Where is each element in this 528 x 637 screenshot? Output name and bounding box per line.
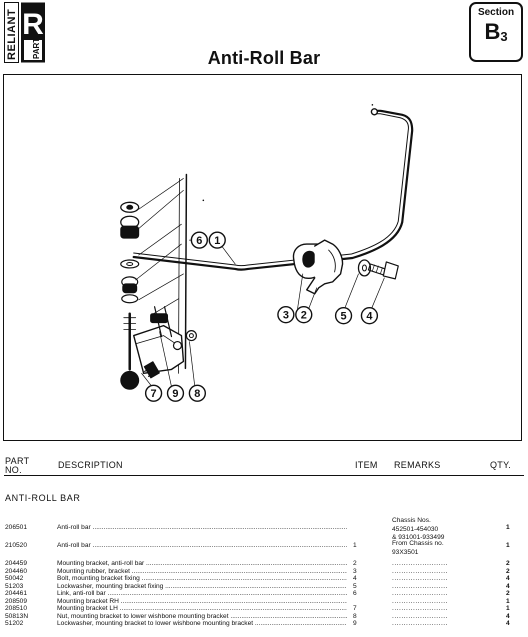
callout-1: 1 (208, 231, 226, 249)
item-number-cell: 5 (353, 582, 357, 590)
item-number-cell: 3 (353, 567, 357, 575)
brand-sub-text: PART (32, 38, 41, 59)
part-number-cell: 206501 (5, 524, 28, 531)
item-number-cell: 8 (353, 612, 357, 620)
callout-5: 5 (334, 307, 353, 325)
description-cell: Anti-roll bar ..........................… (57, 542, 347, 549)
reliant-part-logo: RELIANT R PART (4, 2, 45, 63)
part-number-cell: 204460 (5, 567, 28, 575)
quantity-cell: 1 (506, 542, 510, 549)
part-number-cell: 208510 (5, 605, 28, 612)
description-cell: Link, anti-roll bar ....................… (57, 590, 347, 597)
description-cell: Nut, mounting bracket to lower wishbone … (57, 612, 347, 620)
svg-text:7: 7 (151, 388, 157, 400)
column-header-remarks: REMARKS (394, 460, 441, 470)
item-number-cell: 7 (353, 605, 357, 612)
section-code: B3 (484, 19, 508, 44)
anti-roll-bar-diagram: 6 1 3 2 5 4 7 9 8 (3, 74, 522, 441)
quantity-cell: 4 (506, 582, 510, 590)
part-number-cell: 204459 (5, 560, 28, 567)
remarks-cell: ........................ (392, 575, 448, 582)
section-label: Section (477, 7, 515, 18)
callout-6: 6 (190, 231, 208, 249)
part-number-cell: 51202 (5, 620, 24, 627)
brand-vertical-text: RELIANT (6, 9, 18, 60)
remarks-cell: ........................ (392, 590, 448, 597)
quantity-cell: 4 (506, 620, 510, 627)
remarks-cell: ........................ (392, 597, 448, 605)
remarks-cell: ........................ (392, 567, 448, 575)
callout-2: 2 (295, 306, 313, 324)
svg-text:6: 6 (196, 235, 202, 247)
svg-text:4: 4 (366, 311, 373, 323)
part-number-cell: 204461 (5, 590, 28, 597)
section-badge: Section B3 (469, 2, 523, 62)
item-number-cell: 6 (353, 590, 357, 597)
part-number-cell: 50042 (5, 575, 24, 582)
svg-text:8: 8 (194, 388, 200, 400)
item-number-cell: 4 (353, 575, 357, 582)
callout-8: 8 (188, 384, 207, 402)
callout-9: 9 (166, 384, 185, 402)
quantity-cell: 2 (506, 567, 510, 575)
remarks-cell: ........................ (392, 560, 448, 567)
item-number-cell: 2 (353, 560, 357, 567)
part-number-cell: 51203 (5, 582, 24, 590)
column-header-part-no: PART NO. (5, 456, 30, 475)
quantity-cell: 1 (506, 605, 510, 612)
column-header-description: DESCRIPTION (58, 460, 123, 470)
svg-text:2: 2 (301, 310, 307, 322)
description-cell: Mounting bracket RH ....................… (57, 597, 347, 605)
description-cell: Anti-roll bar ..........................… (57, 524, 347, 531)
callout-7: 7 (144, 384, 163, 402)
remark-chassis-range: Chassis Nos. 452501-454030 & 931001-9334… (392, 517, 445, 541)
description-cell: Bolt, mounting bracket fixing ..........… (57, 575, 347, 582)
svg-text:5: 5 (341, 311, 347, 323)
part-number-cell: 208509 (5, 597, 28, 605)
column-header-item: ITEM (355, 460, 378, 470)
section-number: 3 (500, 29, 508, 44)
part-number-cell: 210520 (5, 542, 28, 549)
callout-3: 3 (277, 306, 295, 324)
quantity-cell: 4 (506, 575, 510, 582)
callout-4: 4 (360, 307, 379, 325)
description-cell: Mounting rubber, bracket ...............… (57, 567, 347, 575)
quantity-cell: 2 (506, 590, 510, 597)
remarks-cell: ........................ (392, 582, 448, 590)
column-header-qty: QTY. (490, 460, 512, 470)
remarks-cell: ........................ (392, 620, 448, 627)
item-number-cell: 9 (353, 620, 357, 627)
quantity-cell: 2 (506, 560, 510, 567)
remark-from-chassis: From Chassis no. 93X3501 (392, 540, 444, 556)
quantity-cell: 4 (506, 612, 510, 620)
item-number-cell: 1 (353, 542, 357, 549)
remarks-cell: ........................ (392, 612, 448, 620)
description-cell: Lockwasher, mounting bracket to lower wi… (57, 620, 347, 627)
description-cell: Mounting bracket, anti-roll bar ........… (57, 560, 347, 567)
description-cell: Mounting bracket LH ....................… (57, 605, 347, 612)
remarks-cell: ........................ (392, 605, 448, 612)
brand-letter: R (22, 8, 44, 41)
header-divider (4, 475, 524, 476)
part-number-cell: 50813N (5, 612, 29, 620)
svg-text:3: 3 (283, 310, 289, 322)
group-title: ANTI-ROLL BAR (5, 493, 81, 503)
svg-text:1: 1 (214, 235, 220, 247)
svg-text:9: 9 (172, 388, 178, 400)
description-cell: Lockwasher, mounting bracket fixing ....… (57, 582, 347, 590)
quantity-cell: 1 (506, 524, 510, 531)
page-title: Anti-Roll Bar (207, 48, 321, 68)
quantity-cell: 1 (506, 597, 510, 605)
